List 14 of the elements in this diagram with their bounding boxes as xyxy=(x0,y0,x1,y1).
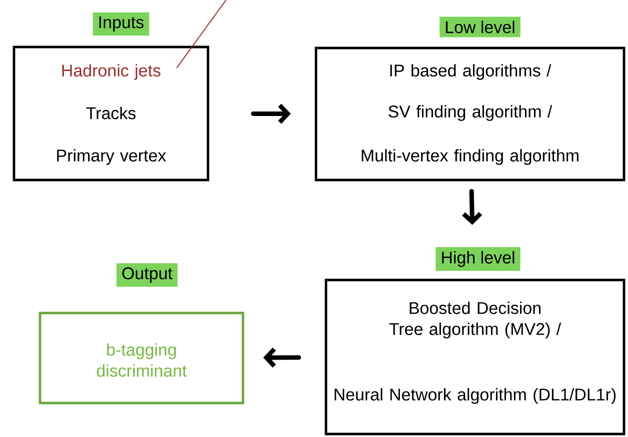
leader-line xyxy=(176,0,226,68)
node-label: Neural Network algorithm (DL1/DL1r) xyxy=(334,388,616,404)
process-box: IP based algorithms / SV finding algorithm / Multi-vertex finding algorithm xyxy=(314,46,626,182)
node-label: Boosted Decision Tree algorithm (MV2) / xyxy=(389,302,562,338)
arrow xyxy=(250,104,291,124)
heading-tag: Output xyxy=(116,263,178,287)
process-box: b-tagging discriminant xyxy=(38,312,244,404)
arrow xyxy=(462,188,482,225)
heading-tag: High level xyxy=(436,247,520,271)
heading-tag: Low level xyxy=(440,16,520,38)
process-box: Boosted Decision Tree algorithm (MV2) / Neural Network algorithm (DL1/DL1r) xyxy=(324,278,626,436)
heading-tag: Inputs xyxy=(92,12,150,36)
arrow xyxy=(263,348,302,368)
process-box: Hadronic jets Tracks Primary vertex xyxy=(12,46,210,182)
